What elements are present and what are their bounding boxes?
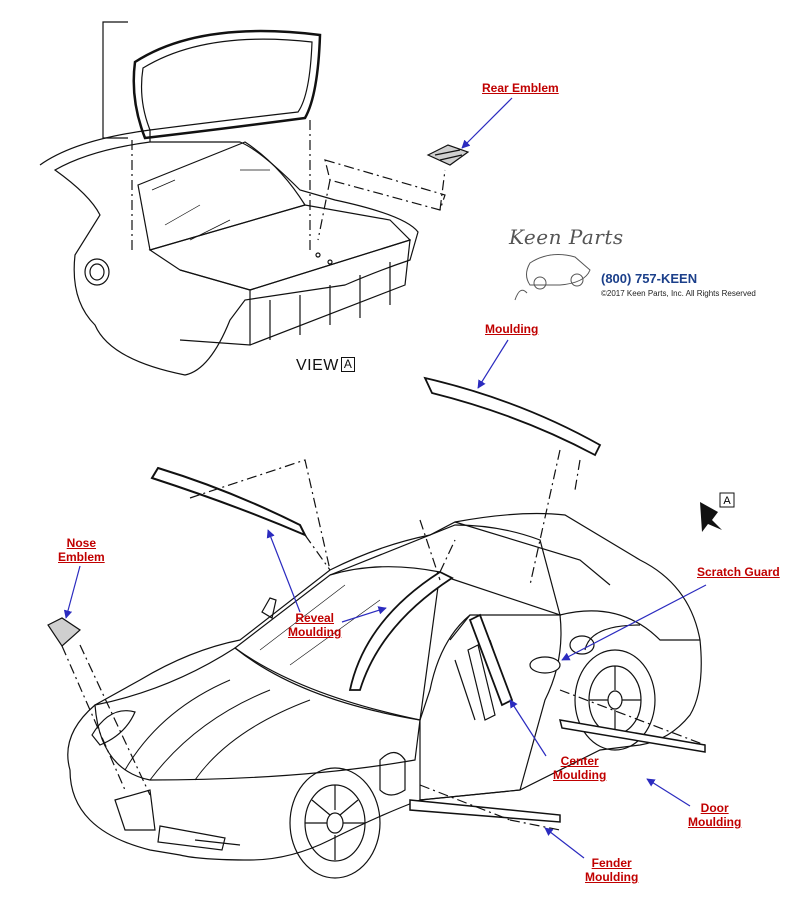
callout-line: Moulding bbox=[485, 322, 539, 336]
view-caption-text: VIEW bbox=[296, 357, 339, 374]
keen-parts-logo: Keen Parts (800) 757-KEEN ©2017 Keen Par… bbox=[505, 225, 775, 305]
callout-line: Reveal bbox=[295, 611, 335, 625]
rear-glass-frame bbox=[132, 29, 322, 140]
leader-scratch-guard bbox=[561, 584, 707, 661]
logo-brand: Keen Parts bbox=[509, 225, 624, 249]
leader-nose-emblem bbox=[63, 565, 81, 619]
callout-door-moulding[interactable]: Door Moulding bbox=[688, 801, 741, 829]
car-assembly bbox=[67, 512, 702, 879]
callout-line: Moulding bbox=[585, 870, 639, 884]
exploded-parts bbox=[47, 376, 706, 831]
leader-reveal-moulding-a bbox=[266, 529, 301, 613]
callout-line: Moulding bbox=[553, 768, 607, 782]
leader-arrows bbox=[63, 97, 707, 859]
logo-car-sketch bbox=[514, 254, 591, 301]
callout-moulding[interactable]: Moulding bbox=[485, 322, 538, 336]
callout-reveal-moulding[interactable]: Reveal Moulding bbox=[288, 611, 341, 639]
callout-center-moulding[interactable]: Center Moulding bbox=[553, 754, 606, 782]
callout-fender-moulding[interactable]: Fender Moulding bbox=[585, 856, 638, 884]
callout-line: Door bbox=[700, 801, 729, 815]
logo-phone: (800) 757-KEEN bbox=[601, 271, 698, 286]
callout-line: Scratch Guard bbox=[697, 565, 780, 579]
leader-center-moulding bbox=[509, 699, 547, 757]
callout-line: Fender bbox=[591, 856, 632, 870]
callout-nose-emblem[interactable]: Nose Emblem bbox=[58, 536, 105, 564]
callout-line: Nose bbox=[66, 536, 97, 550]
callout-line: Center bbox=[560, 754, 599, 768]
callout-rear-emblem[interactable]: Rear Emblem bbox=[482, 81, 559, 95]
leader-door-moulding bbox=[646, 778, 691, 807]
callout-scratch-guard[interactable]: Scratch Guard bbox=[697, 565, 780, 579]
leader-reveal-moulding-b bbox=[341, 606, 387, 623]
callout-line: Moulding bbox=[288, 625, 342, 639]
view-caption-marker: A bbox=[340, 357, 356, 372]
leader-moulding bbox=[477, 339, 509, 389]
callout-line: Moulding bbox=[688, 815, 742, 829]
leader-rear-emblem bbox=[461, 97, 513, 149]
view-a-direction-marker: A bbox=[700, 492, 735, 532]
callout-line: Emblem bbox=[58, 550, 105, 564]
callout-line: Rear Emblem bbox=[482, 81, 559, 95]
leader-fender-moulding bbox=[544, 827, 585, 859]
logo-copyright: ©2017 Keen Parts, Inc. All Rights Reserv… bbox=[601, 289, 756, 298]
rear-view-assembly bbox=[39, 21, 446, 376]
svg-text:A: A bbox=[723, 495, 731, 507]
rear-emblem-part bbox=[426, 144, 470, 166]
